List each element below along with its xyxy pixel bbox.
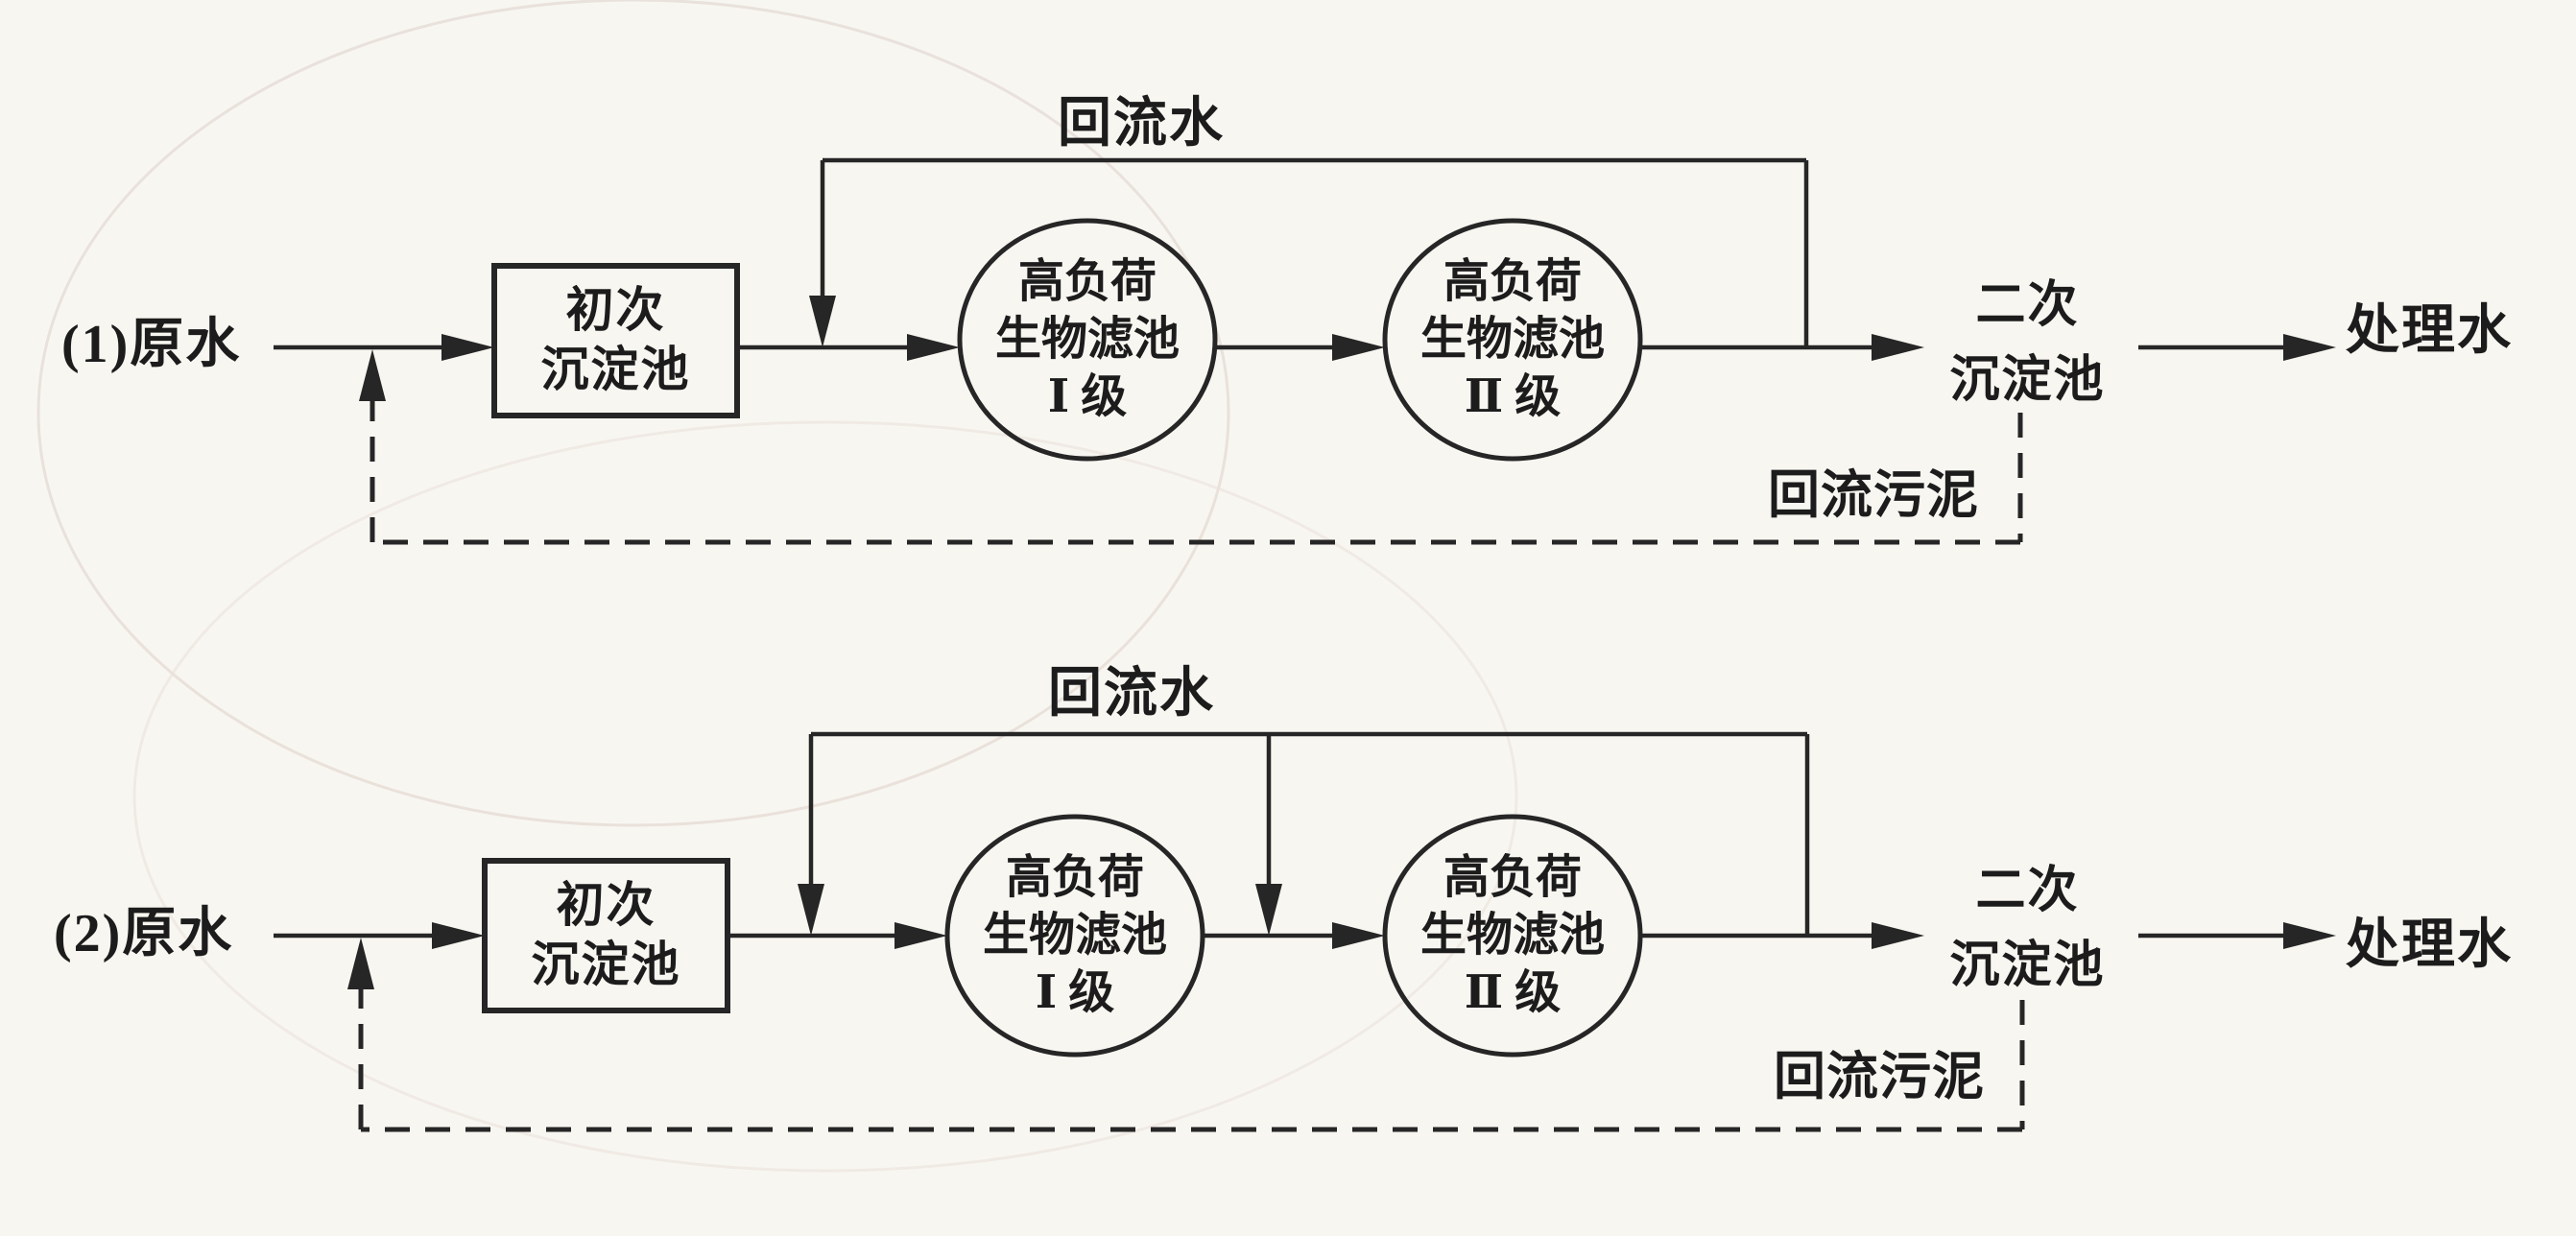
d2-recycle-water-label: 回流水 [1048, 664, 1215, 724]
d1-filter1-label: 高负荷 生物滤池 Ⅰ 级 [972, 253, 1203, 426]
d1-filter2-circle [1382, 218, 1643, 462]
d1-arrow-into-filter1 [907, 334, 960, 361]
d2-filter2-line3: Ⅱ 级 [1464, 967, 1562, 1018]
d2-arrow-sludge-up [347, 938, 374, 989]
d2-arrow-into-filter2 [1332, 922, 1385, 949]
watermark-arc-2 [132, 420, 1518, 1173]
d1-secondary-tank-label: 二次 沉淀池 [1929, 269, 2126, 418]
d1-filter1-line3: Ⅰ 级 [1047, 371, 1128, 422]
d1-arrow-sludge-up [359, 349, 386, 401]
d1-filter1-circle [957, 218, 1218, 462]
d1-filter2-line1: 高负荷 [1443, 256, 1582, 307]
d2-filter1-label: 高负荷 生物滤池 Ⅰ 级 [960, 849, 1190, 1022]
d2-filter1-line1: 高负荷 [1005, 852, 1144, 903]
d1-treated-water-label: 处理水 [2346, 301, 2513, 361]
d2-filter2-label: 高负荷 生物滤池 Ⅱ 级 [1397, 849, 1628, 1022]
d2-primary-tank-line2: 沉淀池 [531, 938, 681, 991]
d2-primary-tank-line1: 初次 [556, 878, 656, 932]
d2-raw-water-label: (2)原水 [54, 904, 234, 963]
d2-arrow-recycle-down-left [798, 884, 824, 936]
d1-arrow-into-secondary [1872, 334, 1924, 361]
d2-filter1-line3: Ⅰ 级 [1035, 967, 1115, 1018]
d2-secondary-line2: 沉淀池 [1949, 939, 2106, 993]
watermark-arc-1 [36, 0, 1230, 827]
d2-secondary-tank-label: 二次 沉淀池 [1929, 854, 2126, 1004]
d1-filter2-line2: 生物滤池 [1419, 314, 1605, 365]
d1-arrow-into-primary [441, 334, 494, 361]
d1-return-sludge-label: 回流污泥 [1768, 466, 1979, 524]
d1-secondary-line2: 沉淀池 [1949, 353, 2106, 408]
d1-arrow-outlet [2283, 334, 2336, 361]
d2-return-sludge-label: 回流污泥 [1774, 1048, 1985, 1105]
d2-arrow-into-secondary [1872, 922, 1924, 949]
d1-filter2-label: 高负荷 生物滤池 Ⅱ 级 [1397, 253, 1628, 426]
d1-primary-tank-label: 初次 沉淀池 [494, 280, 737, 399]
d1-primary-tank-line1: 初次 [565, 283, 666, 337]
d1-arrow-into-filter2 [1332, 334, 1385, 361]
d1-filter2-line3: Ⅱ 级 [1464, 371, 1562, 422]
d1-secondary-line1: 二次 [1975, 278, 2080, 333]
d2-filter1-line2: 生物滤池 [982, 910, 1167, 961]
d1-recycle-water-label: 回流水 [1058, 94, 1225, 154]
d1-filter1-line1: 高负荷 [1017, 256, 1157, 307]
d2-arrow-into-primary [432, 922, 485, 949]
d1-arrow-recycle-down [809, 296, 836, 347]
d2-secondary-line1: 二次 [1975, 864, 2080, 918]
d1-raw-water-label: (1)原水 [61, 315, 242, 374]
d2-treated-water-label: 处理水 [2346, 915, 2513, 975]
d2-arrow-outlet [2283, 922, 2336, 949]
d2-filter2-line2: 生物滤池 [1419, 910, 1605, 961]
d1-primary-tank-line2: 沉淀池 [540, 343, 691, 396]
d1-filter1-line2: 生物滤池 [994, 314, 1180, 365]
d1-primary-tank-box [491, 263, 740, 418]
d2-filter2-line1: 高负荷 [1443, 852, 1582, 903]
d2-arrow-into-filter1 [894, 922, 947, 949]
d2-primary-tank-label: 初次 沉淀池 [485, 875, 727, 994]
d2-arrow-recycle-down-mid [1255, 884, 1282, 936]
